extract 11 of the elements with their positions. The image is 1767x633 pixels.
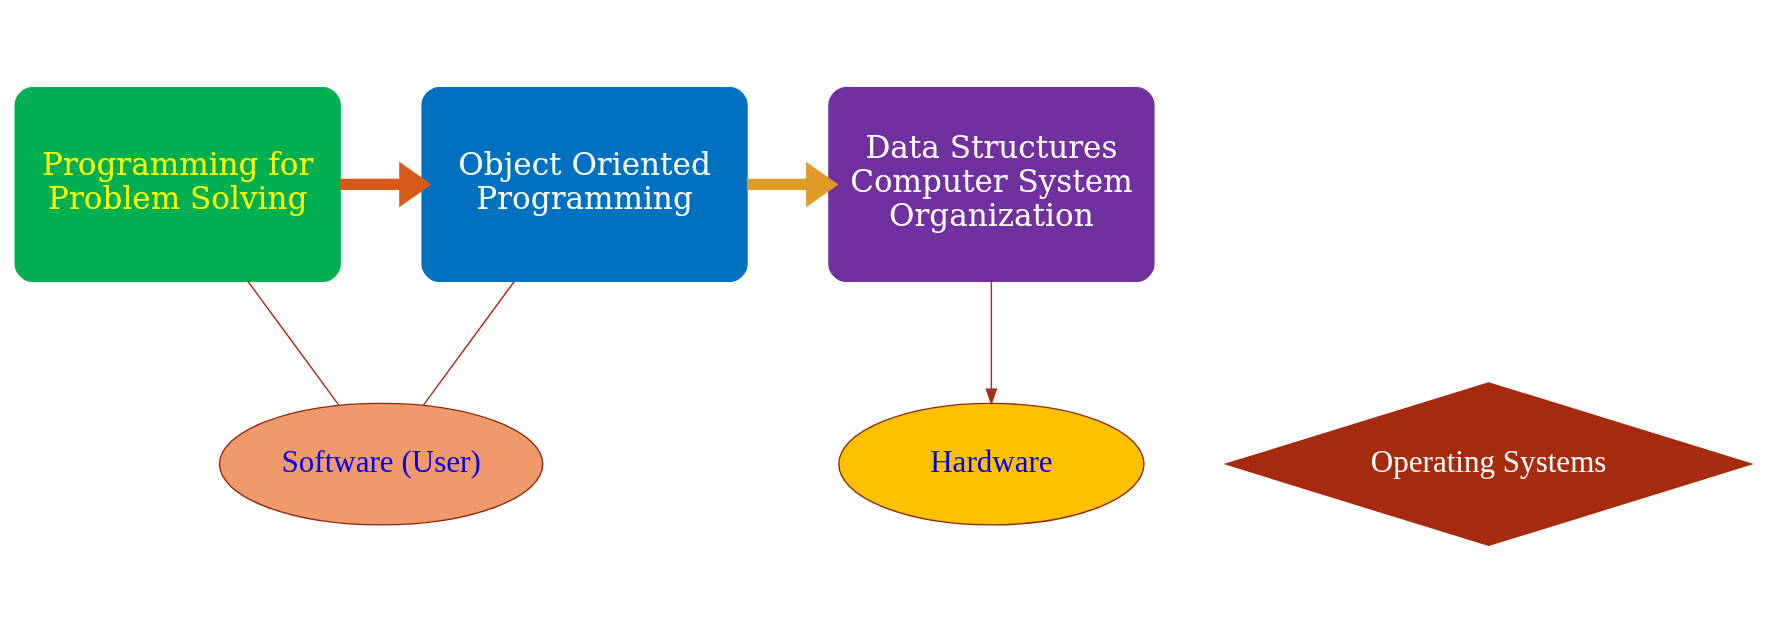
node-ellipse: Software (User) (218, 402, 544, 526)
node-box: Programming for Problem Solving (14, 86, 341, 282)
arrow (985, 280, 998, 406)
node-ellipse: Hardware (838, 402, 1145, 526)
connector (247, 280, 340, 407)
arrow (340, 161, 432, 208)
arrow (747, 161, 839, 208)
node-box: Data Structures Computer System Organization (828, 86, 1155, 282)
node-diamond: Operating Systems (1223, 382, 1754, 547)
node-box: Object Oriented Programming (421, 86, 748, 282)
connector (422, 280, 515, 407)
